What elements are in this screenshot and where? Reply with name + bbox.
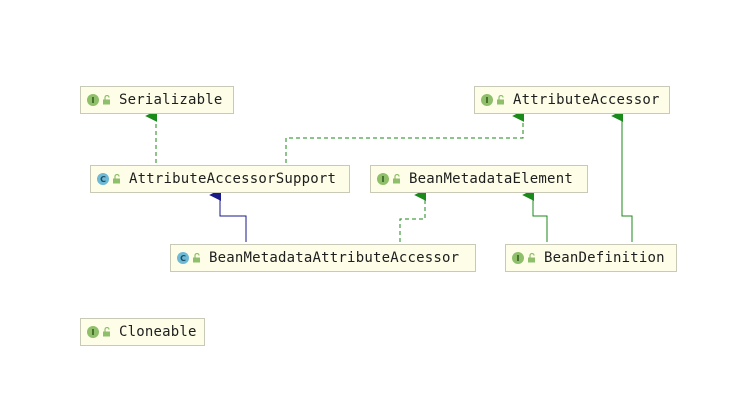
node-label: BeanMetadataAttributeAccessor bbox=[209, 250, 460, 266]
interface-icon: I bbox=[87, 94, 99, 106]
node-label: AttributeAccessor bbox=[513, 92, 660, 108]
public-lock-icon bbox=[393, 174, 400, 184]
abstract-class-icon: C bbox=[97, 173, 109, 185]
node-attribute-accessor[interactable]: I AttributeAccessor bbox=[474, 86, 670, 114]
node-bean-definition[interactable]: I BeanDefinition bbox=[505, 244, 677, 272]
node-cloneable[interactable]: I Cloneable bbox=[80, 318, 205, 346]
interface-icon: I bbox=[87, 326, 99, 338]
public-lock-icon bbox=[103, 95, 110, 105]
public-lock-icon bbox=[193, 253, 200, 263]
node-serializable[interactable]: I Serializable bbox=[80, 86, 234, 114]
node-label: Serializable bbox=[119, 92, 223, 108]
edge-bmaa-extends-support bbox=[209, 189, 247, 242]
edge-bmaa-implements-bean-metadata-element bbox=[399, 189, 427, 242]
edge-bean-definition-extends-attribute-accessor bbox=[611, 110, 633, 242]
interface-icon: I bbox=[481, 94, 493, 106]
public-lock-icon bbox=[497, 95, 504, 105]
class-icon: C bbox=[177, 252, 189, 264]
interface-icon: I bbox=[512, 252, 524, 264]
interface-icon: I bbox=[377, 173, 389, 185]
public-lock-icon bbox=[103, 327, 110, 337]
public-lock-icon bbox=[113, 174, 120, 184]
edge-bean-definition-extends-bean-metadata-element bbox=[522, 189, 548, 242]
node-label: Cloneable bbox=[119, 324, 197, 340]
node-label: BeanDefinition bbox=[544, 250, 665, 266]
public-lock-icon bbox=[528, 253, 535, 263]
node-bean-metadata-element[interactable]: I BeanMetadataElement bbox=[370, 165, 588, 193]
node-label: AttributeAccessorSupport bbox=[129, 171, 337, 187]
node-attribute-accessor-support[interactable]: C AttributeAccessorSupport bbox=[90, 165, 350, 193]
edge-support-implements-attribute-accessor bbox=[285, 110, 525, 163]
node-bean-metadata-attribute-accessor[interactable]: C BeanMetadataAttributeAccessor bbox=[170, 244, 476, 272]
node-label: BeanMetadataElement bbox=[409, 171, 573, 187]
